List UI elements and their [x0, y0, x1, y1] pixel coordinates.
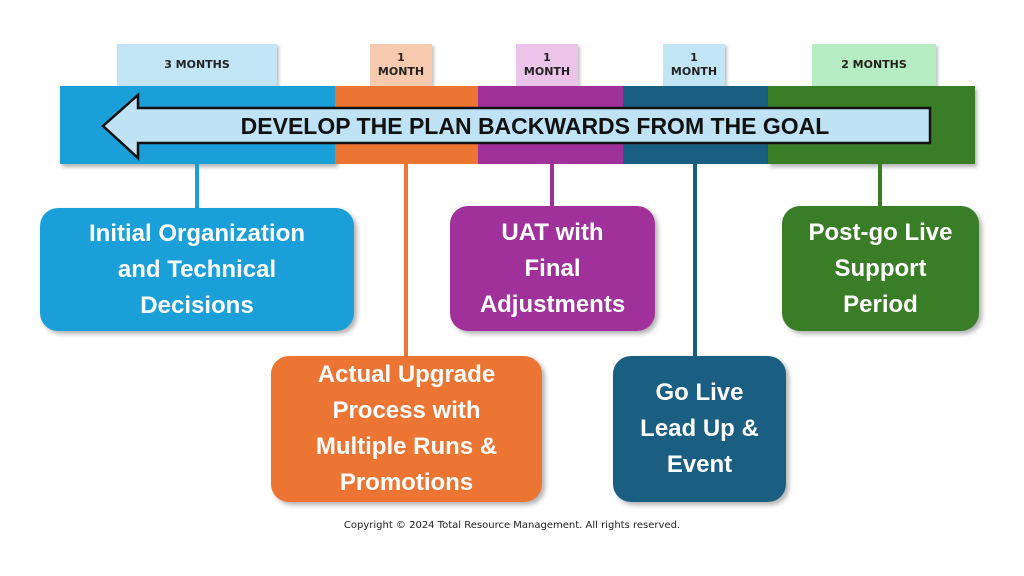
duration-tab-phase-5: 2 MONTHS — [812, 44, 936, 86]
connector-phase-1 — [195, 164, 199, 208]
duration-tab-phase-4: 1 MONTH — [663, 44, 725, 86]
duration-tab-phase-3: 1 MONTH — [516, 44, 578, 86]
duration-tab-phase-1: 3 MONTHS — [117, 44, 277, 86]
connector-phase-2 — [404, 164, 408, 356]
phase-box-initial-organization: Initial Organization and Technical Decis… — [40, 208, 354, 331]
duration-tab-phase-2: 1 MONTH — [370, 44, 432, 86]
connector-phase-3 — [550, 164, 554, 206]
phase-box-go-live: Go Live Lead Up & Event — [613, 356, 786, 502]
connector-phase-4 — [693, 164, 697, 356]
phase-box-actual-upgrade: Actual Upgrade Process with Multiple Run… — [271, 356, 542, 502]
phase-box-post-go-live: Post-go Live Support Period — [782, 206, 979, 331]
phase-box-uat: UAT with Final Adjustments — [450, 206, 655, 331]
copyright-notice: Copyright © 2024 Total Resource Manageme… — [343, 520, 681, 531]
connector-phase-5 — [878, 164, 882, 206]
banner-title: DEVELOP THE PLAN BACKWARDS FROM THE GOAL — [240, 112, 830, 139]
